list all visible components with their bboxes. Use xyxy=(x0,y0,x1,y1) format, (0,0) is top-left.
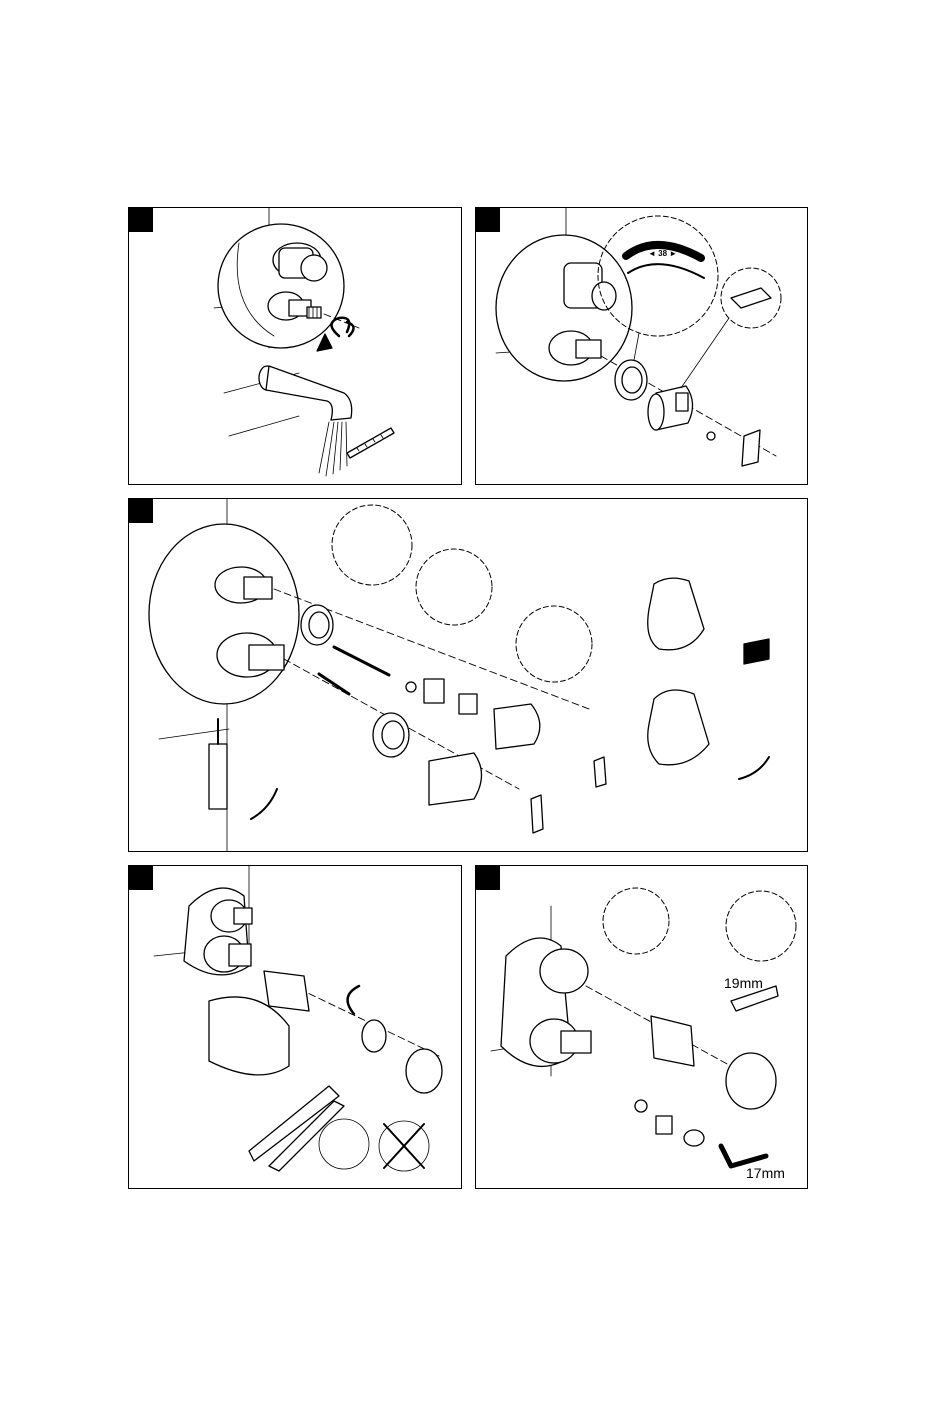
cap xyxy=(726,1053,776,1109)
detail-callout xyxy=(603,888,669,954)
thermostat-cartridge xyxy=(209,997,289,1075)
detail-callout xyxy=(332,505,412,585)
cap xyxy=(594,757,606,787)
step-1-panel xyxy=(128,207,462,485)
scale-label: ◄ 38 ► xyxy=(648,249,677,258)
shower-flush-diagram xyxy=(129,208,462,485)
hex-key-17mm-label: 17mm xyxy=(746,1165,785,1181)
leader-line xyxy=(681,318,729,388)
long-screws xyxy=(319,647,389,694)
cap xyxy=(531,795,543,833)
hex-key-17mm-icon xyxy=(721,1146,766,1166)
lower-spindle xyxy=(530,1019,591,1063)
push-arrow-icon xyxy=(744,639,769,664)
detail-callout-clip xyxy=(721,268,781,328)
knob-front xyxy=(648,578,704,650)
wrench-19mm-label: 19mm xyxy=(724,975,763,991)
wall-plate xyxy=(218,224,344,348)
cartridge-removal-diagram xyxy=(129,866,462,1189)
adapter-parts xyxy=(406,679,477,714)
handle-body-b xyxy=(429,753,482,805)
upper-spindle xyxy=(540,949,588,993)
ring xyxy=(362,1020,386,1052)
lower-ring xyxy=(373,713,409,757)
rotate-arrow-icon xyxy=(348,986,359,1014)
rotate-arrow-icon xyxy=(251,757,769,819)
handle-body-a xyxy=(494,704,540,749)
assembly-diagram xyxy=(129,499,808,852)
upper-ring xyxy=(301,605,333,645)
handle-body xyxy=(648,386,693,430)
leader-line xyxy=(634,333,639,360)
step-2-panel: ◄ 38 ► xyxy=(475,207,808,485)
detail-callout xyxy=(516,606,592,682)
seal-ring xyxy=(615,360,647,400)
cartridge-disassembly-diagram: 19mm 17mm xyxy=(476,866,808,1189)
incorrect-grip-callout xyxy=(379,1121,429,1171)
screw xyxy=(707,432,715,440)
thermometer-icon xyxy=(347,428,394,458)
correct-grip-callout xyxy=(319,1119,369,1169)
step-3-panel xyxy=(128,498,808,852)
knob-side xyxy=(648,690,709,765)
detail-callout xyxy=(726,891,796,961)
step-4-panel xyxy=(128,865,462,1189)
cartridge xyxy=(264,971,309,1011)
bath-spout xyxy=(259,366,352,420)
cap xyxy=(742,430,760,466)
cartridge xyxy=(651,1016,694,1066)
small-parts xyxy=(635,1100,704,1146)
handle-removal-diagram: ◄ 38 ► xyxy=(476,208,808,485)
detail-callout xyxy=(416,549,492,625)
water-flow xyxy=(319,422,347,476)
cap xyxy=(406,1049,442,1093)
pliers-icon xyxy=(249,1086,344,1171)
step-5-panel: 19mm 17mm xyxy=(475,865,808,1189)
screwdriver-icon xyxy=(209,719,227,809)
wall-plate xyxy=(149,524,299,704)
